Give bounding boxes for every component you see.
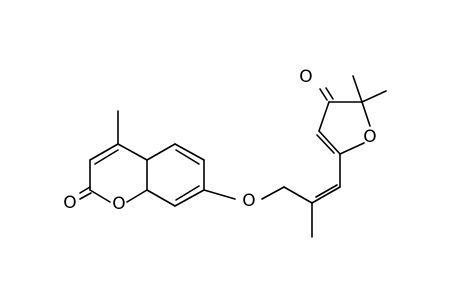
bond-ch2-c-alkene: [283, 186, 313, 204]
atom-labels: O O O O O: [63, 67, 376, 214]
bond-c7-o-ether: [203, 189, 236, 200]
coumarin-ring-system: [79, 110, 205, 207]
bond-c2-carbonyl-1: [79, 186, 91, 194]
atom-label-ether-o: O: [242, 191, 255, 211]
bond-c5-c4-inner: [316, 134, 335, 154]
bond-o-ether-ch2: [261, 186, 285, 200]
bond-o-ring-c5: [339, 142, 365, 155]
bond-c5-c4: [318, 130, 341, 155]
bond-c3-c4: [89, 143, 119, 161]
bond-c4-c3: [318, 101, 330, 132]
bond-c8-c8a: [146, 189, 176, 207]
bond-c4-c4a: [117, 143, 148, 161]
bond-c3-c4-inner: [94, 149, 119, 165]
bond-c2-methyl-b: [361, 90, 387, 103]
bond-c3-carbonyl-2: [325, 87, 334, 100]
bond-c5-c6: [174, 143, 205, 161]
bond-c3-carbonyl-1: [319, 88, 328, 101]
atom-label-lactone-ring-o: O: [112, 194, 125, 214]
bond-c2-methyl-a: [352, 75, 363, 103]
bond-c2-o-ring: [361, 101, 371, 127]
bond-o1-c8a: [126, 189, 148, 203]
bond-c4a-c5: [146, 143, 176, 161]
atom-label-furanone-ring-o: O: [363, 127, 376, 147]
bond-c2-o1: [89, 189, 111, 203]
bond-alkene-double-inner: [315, 184, 338, 198]
atom-label-lactone-carbonyl-o: O: [63, 193, 76, 213]
prenyl-ether-chain: [203, 184, 341, 238]
bond-c7-c8: [174, 189, 205, 207]
furanone-ring: [316, 75, 387, 188]
bond-c2-carbonyl-2: [79, 192, 92, 200]
atom-label-furanone-carbonyl-o: O: [299, 67, 312, 87]
bond-c5-c6-inner: [175, 149, 200, 165]
bond-alkene-double: [311, 186, 341, 204]
bond-c7-c8-inner: [175, 185, 200, 201]
